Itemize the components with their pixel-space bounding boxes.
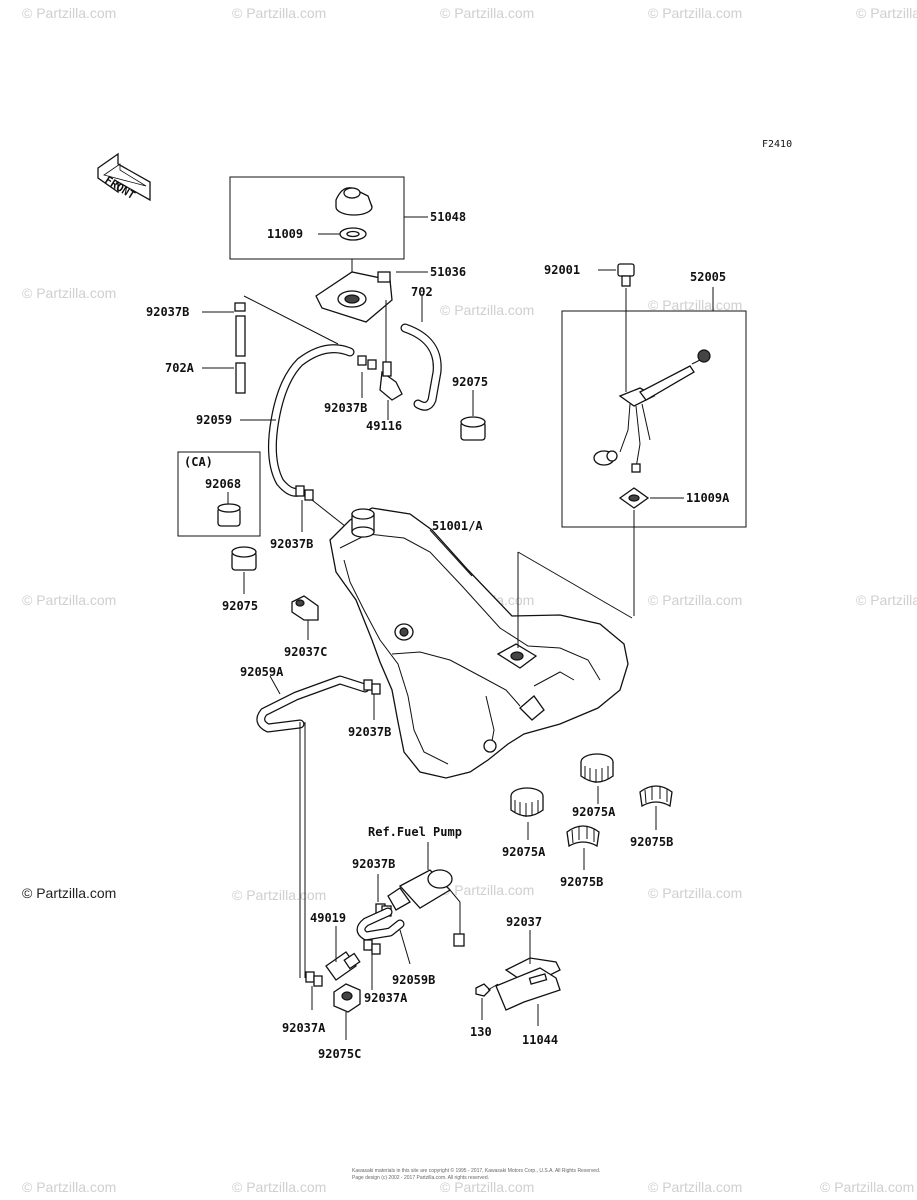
watermark: © Partzilla.com (648, 297, 742, 313)
part-label-92037B: 92037B (324, 401, 367, 415)
part-label-92075B: 92075B (630, 835, 673, 849)
part-label-52005: 52005 (690, 270, 726, 284)
part-label-702A: 702A (165, 361, 195, 375)
bracket-11044: 92037 11044 (495, 915, 561, 1047)
hose-92059A: 92059A 92037B (240, 665, 391, 978)
collar-92075A-left: 92075A (502, 787, 546, 859)
part-label-92059: 92059 (196, 413, 232, 427)
cap-assembly-box (229, 176, 405, 260)
part-label-130: 130 (470, 1025, 492, 1039)
collar-92075B-right: 92075B (630, 785, 673, 849)
fuel-tank-51001A: 51001/A (329, 507, 629, 779)
hose-92059: 92059 (196, 344, 355, 497)
bolt-92001: 92001 (544, 263, 635, 287)
watermark: © Partzilla.com (22, 1179, 116, 1195)
watermark: © Partzilla.com (856, 5, 917, 21)
vent-tube-702A: 92037B 702A (146, 295, 339, 394)
fuel-line-92059B: 92037B 92059B (352, 857, 435, 987)
part-label-11009: 11009 (267, 227, 303, 241)
cap-assembly-group: 51048 11009 (229, 176, 466, 272)
front-arrow: FRONT (97, 152, 151, 202)
watermark: © Partzilla.com (232, 5, 326, 21)
part-label-92037C: 92037C (284, 645, 327, 659)
part-label-51036: 51036 (430, 265, 466, 279)
clamp-92037A-left: 92037A (282, 971, 326, 1035)
damper-92075: 92075 (452, 375, 488, 441)
part-label-11044: 11044 (522, 1033, 558, 1047)
ca-label: (CA) (184, 455, 213, 469)
fuel-pump (387, 869, 465, 947)
watermark: © Partzilla.com (22, 285, 116, 301)
fuel-cap (335, 187, 373, 241)
ref-fuel-pump-label: Ref.Fuel Pump (368, 825, 462, 839)
footer-copyright: Kawasaki materials in this site are copy… (352, 1167, 600, 1174)
fuel-pump-reference: Ref.Fuel Pump (368, 825, 465, 947)
part-label-92037A: 92037A (282, 1021, 326, 1035)
level-sender-box (561, 310, 747, 528)
part-label-49116: 49116 (366, 419, 402, 433)
bolt-130: 130 (470, 983, 499, 1039)
footer-design: Page design (c) 2002 - 2017 Partzilla.co… (352, 1175, 489, 1181)
hose-702: 702 (400, 285, 442, 411)
part-label-92001: 92001 (544, 263, 580, 277)
part-label-92075: 92075 (452, 375, 488, 389)
part-label-92075B: 92075B (560, 875, 603, 889)
part-label-92075: 92075 (222, 599, 258, 613)
canister-51036: 51036 (315, 265, 466, 323)
part-label-92059A: 92059A (240, 665, 284, 679)
watermark: © Partzilla.com (648, 885, 742, 901)
watermark: © Partzilla.com (232, 887, 326, 903)
fuel-filter-49019: 49019 92037A (310, 911, 408, 1005)
watermark: © Partzilla.com (232, 1179, 326, 1195)
part-label-92037B: 92037B (352, 857, 395, 871)
part-label-92068: 92068 (205, 477, 241, 491)
watermark: © Partzilla.com (440, 1179, 534, 1195)
clip-92037C: 92037C (284, 595, 327, 659)
part-label-702: 702 (411, 285, 433, 299)
part-label-92037B: 92037B (348, 725, 391, 739)
part-label-92037: 92037 (506, 915, 542, 929)
collar-92075A-right: 92075A (572, 753, 616, 819)
clamp-92037B-left: 92037B (270, 485, 351, 551)
watermark: © Partzilla.com (440, 882, 534, 898)
part-label-92075C: 92075C (318, 1047, 361, 1061)
damper-92075-left: 92075 (222, 546, 258, 613)
watermark: © Partzilla.com (22, 592, 116, 608)
ca-box: (CA) 92068 (177, 451, 261, 537)
part-label-51048: 51048 (430, 210, 466, 224)
watermark: © Partzilla.com (856, 592, 917, 608)
level-sender-group: 52005 92001 11009A (517, 263, 747, 648)
part-label-49019: 49019 (310, 911, 346, 925)
part-label-11009A: 11009A (686, 491, 730, 505)
part-label-92075A: 92075A (572, 805, 616, 819)
collar-92075B-left: 92075B (560, 825, 603, 889)
part-label-92037B: 92037B (146, 305, 189, 319)
part-label-92059B: 92059B (392, 973, 435, 987)
grommet-92075C: 92075C (318, 983, 361, 1061)
figure-code: F2410 (762, 139, 792, 150)
watermark: © Partzilla.com (440, 302, 534, 318)
watermark: © Partzilla.com (440, 5, 534, 21)
watermark: © Partzilla.com (648, 5, 742, 21)
watermark-layer: © Partzilla.com © Partzilla.com © Partzi… (22, 5, 917, 1195)
watermark-prominent: © Partzilla.com (22, 885, 116, 901)
level-sender-unit (593, 349, 711, 473)
gasket-11009A: 11009A (618, 487, 730, 509)
watermark: © Partzilla.com (648, 1179, 742, 1195)
tee-fitting-49116: 92037B 49116 (324, 300, 403, 433)
watermark: © Partzilla.com (22, 5, 116, 21)
watermark: © Partzilla.com (820, 1179, 914, 1195)
part-label-51001A: 51001/A (432, 519, 483, 533)
part-label-92075A: 92075A (502, 845, 546, 859)
watermark: © Partzilla.com (648, 592, 742, 608)
part-label-92037B: 92037B (270, 537, 313, 551)
part-label-92037A: 92037A (364, 991, 408, 1005)
